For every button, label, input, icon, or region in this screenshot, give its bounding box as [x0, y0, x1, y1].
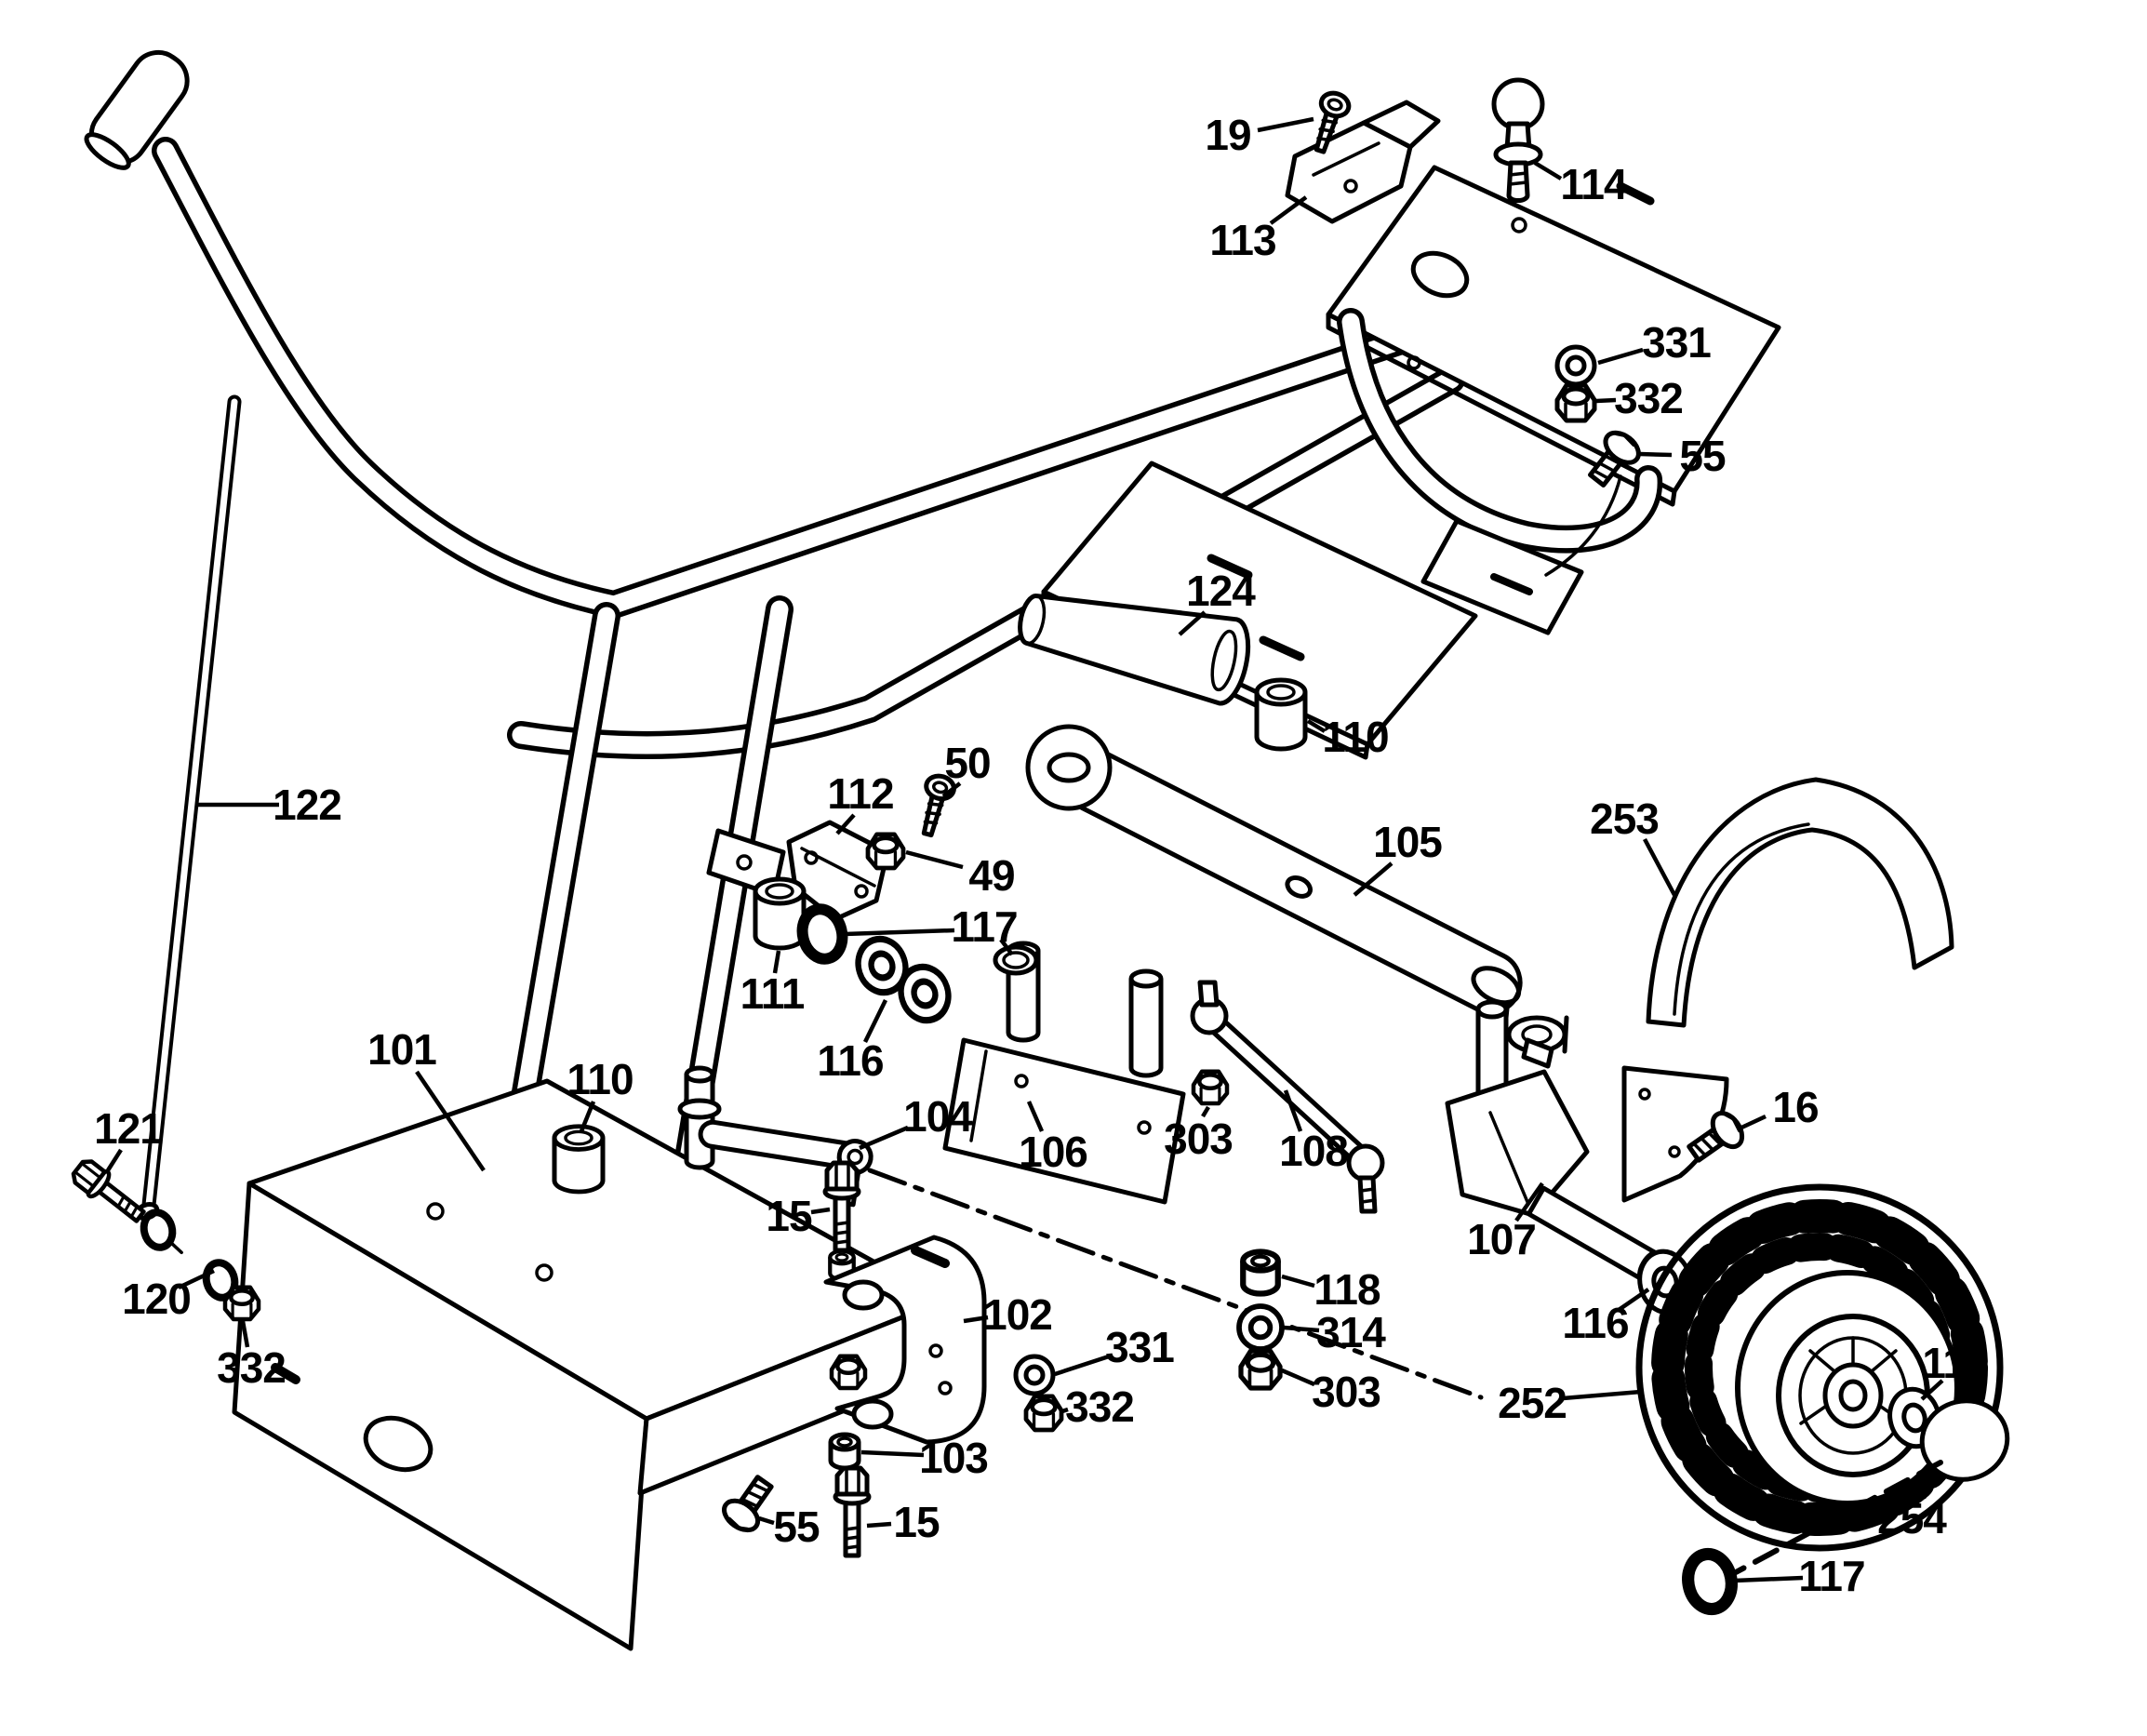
frame-u-tube: [1337, 308, 1663, 554]
part-label-103: 103: [919, 1434, 989, 1482]
tie-rod-108: [1190, 980, 1385, 1214]
part-label-253: 253: [1590, 795, 1660, 843]
leader-lines: [106, 116, 1944, 1583]
washer-331b: [1016, 1356, 1053, 1394]
part-label-117c: 117: [1798, 1552, 1865, 1600]
nut-332-left: [832, 1356, 865, 1388]
part-label-112: 112: [827, 769, 894, 818]
part-label-332c: 332: [217, 1343, 287, 1392]
nut-303a: [1194, 1072, 1227, 1103]
part-label-124: 124: [1186, 567, 1256, 615]
part-label-118: 118: [1314, 1265, 1380, 1314]
bushing-117-right: [993, 944, 1039, 976]
part-label-120: 120: [122, 1275, 192, 1323]
nut-49: [868, 835, 903, 868]
part-label-117b: 117: [951, 902, 1018, 951]
part-label-116b: 116: [817, 1036, 884, 1085]
part-label-121: 121: [94, 1104, 164, 1153]
part-label-55a: 55: [1679, 432, 1726, 480]
center-line: [867, 1168, 1484, 1400]
knob-114: [1491, 77, 1545, 204]
part-label-15b: 15: [893, 1498, 940, 1546]
bolt-55b: [719, 1471, 780, 1536]
part-label-55b: 55: [773, 1502, 820, 1551]
part-label-254: 254: [1877, 1494, 1947, 1542]
part-label-332a: 332: [1614, 374, 1684, 422]
part-label-331a: 331: [1642, 318, 1712, 367]
part-label-252: 252: [1498, 1379, 1567, 1427]
part-label-114: 114: [1560, 160, 1627, 208]
part-label-104: 104: [903, 1092, 973, 1141]
nut-332a: [1557, 385, 1594, 421]
part-label-106: 106: [1019, 1128, 1088, 1176]
part-label-107: 107: [1467, 1215, 1537, 1263]
part-label-110b: 110: [567, 1055, 633, 1103]
box-101: [232, 1078, 947, 1651]
rod-122: [134, 394, 242, 1221]
part-label-331b: 331: [1105, 1323, 1175, 1371]
part-label-303a: 303: [1164, 1115, 1234, 1163]
clevis-102: [823, 1235, 987, 1445]
part-label-108: 108: [1279, 1127, 1349, 1175]
bolt-15b: [835, 1468, 869, 1556]
cap-254: [1919, 1398, 2010, 1482]
part-label-16: 16: [1772, 1083, 1819, 1131]
nut-332b: [1026, 1396, 1061, 1430]
part-label-303b: 303: [1312, 1368, 1381, 1416]
bushing-111: [755, 879, 804, 948]
nut-303b: [1241, 1351, 1280, 1388]
part-label-19: 19: [1205, 111, 1251, 159]
spacer-103: [831, 1435, 859, 1468]
bushing-110b: [554, 1127, 603, 1192]
dashed-axis-line: [1733, 1460, 1943, 1575]
oring-117c: [1684, 1551, 1736, 1613]
part-label-49: 49: [968, 851, 1015, 900]
part-label-50: 50: [944, 739, 991, 787]
nut-332c: [225, 1288, 259, 1319]
handlebar-grip: [84, 49, 190, 170]
fender-253: [1646, 777, 1954, 1028]
washer-314: [1239, 1306, 1282, 1349]
part-label-332b: 332: [1065, 1382, 1135, 1431]
spacer-118: [1243, 1252, 1278, 1294]
part-label-113: 113: [1209, 216, 1276, 264]
part-label-122: 122: [273, 781, 342, 829]
bushing-110a: [1257, 680, 1305, 749]
foot-bracket: [1420, 474, 1622, 635]
platform-plate: [1326, 165, 1781, 507]
part-label-101: 101: [367, 1025, 437, 1074]
part-label-15a: 15: [766, 1192, 812, 1240]
washer-331a: [1557, 347, 1594, 384]
part-label-111: 111: [740, 969, 806, 1018]
part-label-314: 314: [1316, 1308, 1386, 1356]
clamp-120a: [140, 1209, 182, 1261]
part-label-110a: 110: [1322, 713, 1389, 761]
handlebar-tube: [152, 137, 1454, 620]
part-label-102: 102: [983, 1290, 1053, 1339]
part-label-105: 105: [1373, 818, 1443, 866]
part-label-116d: 116: [1922, 1339, 1989, 1387]
part-label-116c: 116: [1562, 1299, 1629, 1347]
